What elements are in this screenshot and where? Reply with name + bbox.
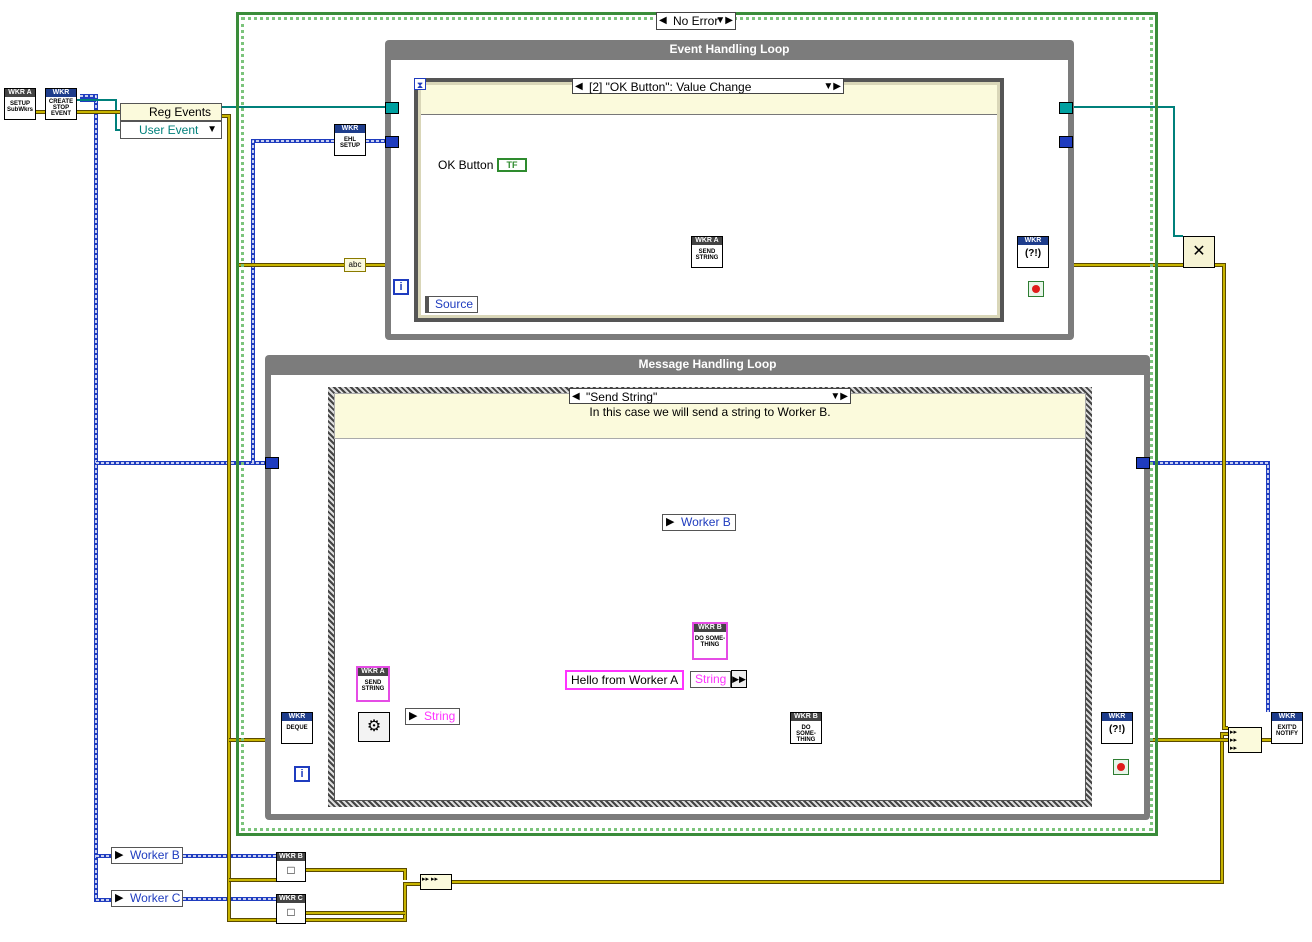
event-loop-title: Event Handling Loop (669, 42, 790, 56)
worker-c-label-left: Worker C (130, 891, 181, 905)
wire-error-wkrb-out (306, 868, 407, 880)
merge-errors-node-bottom[interactable]: ▸▸ ▸▸ (420, 874, 452, 890)
worker-b-unbundle[interactable]: ▶Worker B (662, 514, 736, 531)
wire-error-bottom-merge (452, 732, 1228, 884)
reg-events-node[interactable]: Reg Events (120, 103, 222, 121)
string-bundle-label[interactable]: String (690, 671, 732, 688)
event-case-selector[interactable]: ◀ [2] "OK Button": Value Change ▼▶ (572, 78, 844, 94)
ok-button-label: OK Button (438, 158, 494, 172)
wire-error-left-trunk (222, 114, 420, 922)
message-case-selector[interactable]: ◀ "Send String" ▼▶ (569, 388, 851, 404)
merge-errors-node-right[interactable]: ▸▸▸▸▸▸ (1228, 727, 1262, 753)
source-node[interactable]: Source (425, 296, 479, 313)
source-label: Source (435, 297, 474, 311)
message-loop-title: Message Handling Loop (638, 357, 777, 371)
string-label-unbundle: String (424, 709, 456, 723)
shift-register-left-mh (265, 457, 279, 469)
event-case-label: [2] "OK Button": Value Change (589, 80, 752, 94)
event-structure[interactable] (414, 78, 1004, 322)
message-case-comment: In this case we will send a string to Wo… (589, 405, 831, 419)
user-event-node[interactable]: User Event ▼ (120, 121, 222, 139)
bundle-by-name-node[interactable]: ▶▶ (731, 670, 747, 688)
wire-to-ehl (251, 139, 334, 463)
shift-register-right-eh2 (1059, 136, 1073, 148)
worker-c-unbundle-left[interactable]: ▶Worker C (111, 890, 183, 907)
wkr-c-close-subvi[interactable]: WKR C□ (276, 894, 306, 924)
wire-error-destroy-out (1215, 263, 1228, 730)
shift-register-right-mh (1136, 457, 1150, 469)
string-indicator-node[interactable]: abc (344, 258, 366, 272)
shift-register-right-eh (1059, 102, 1073, 114)
wire-worker-cluster-left (80, 94, 111, 902)
wkr-b-close-subvi[interactable]: WKR B□ (276, 852, 306, 882)
wire-to-destroy (1073, 106, 1183, 237)
shift-register-left-eh2 (385, 136, 399, 148)
hello-string-constant[interactable]: Hello from Worker A (565, 670, 685, 690)
exit-check-eh-subvi[interactable]: WKR(?!) (1017, 236, 1049, 268)
worker-b-label-mh: Worker B (681, 515, 731, 529)
event-loop-iteration-terminal: i (393, 279, 409, 295)
wire-create-stop-to-user-event (77, 99, 120, 131)
user-event-label: User Event (139, 123, 199, 137)
ok-button-terminal[interactable]: TF (497, 158, 527, 172)
message-case-label: "Send String" (586, 390, 658, 404)
string-unbundle[interactable]: ▶String (405, 708, 461, 725)
worker-b-unbundle-left[interactable]: ▶Worker B (111, 847, 183, 864)
wire-to-exitd (1150, 461, 1270, 712)
destroy-user-event-node[interactable]: ✕ (1183, 236, 1215, 268)
message-loop-iteration-terminal: i (294, 766, 310, 782)
shift-register-left-eh (385, 102, 399, 114)
message-loop-stop-terminal[interactable] (1113, 759, 1129, 775)
timeout-terminal-icon: ⧗ (414, 78, 426, 90)
string-label-bundle: String (695, 672, 727, 686)
exit-check-mh-subvi[interactable]: WKR(?!) (1101, 712, 1133, 744)
variant-to-data-node[interactable]: ⚙ (358, 712, 390, 742)
reg-events-label: Reg Events (149, 105, 212, 119)
event-loop-stop-terminal[interactable] (1028, 281, 1044, 297)
message-case-structure[interactable] (328, 387, 1092, 807)
error-case-selector[interactable]: ◀ No Error ▼▶ (656, 12, 736, 30)
error-case-label: No Error (673, 14, 719, 28)
worker-b-label-left: Worker B (130, 848, 180, 862)
